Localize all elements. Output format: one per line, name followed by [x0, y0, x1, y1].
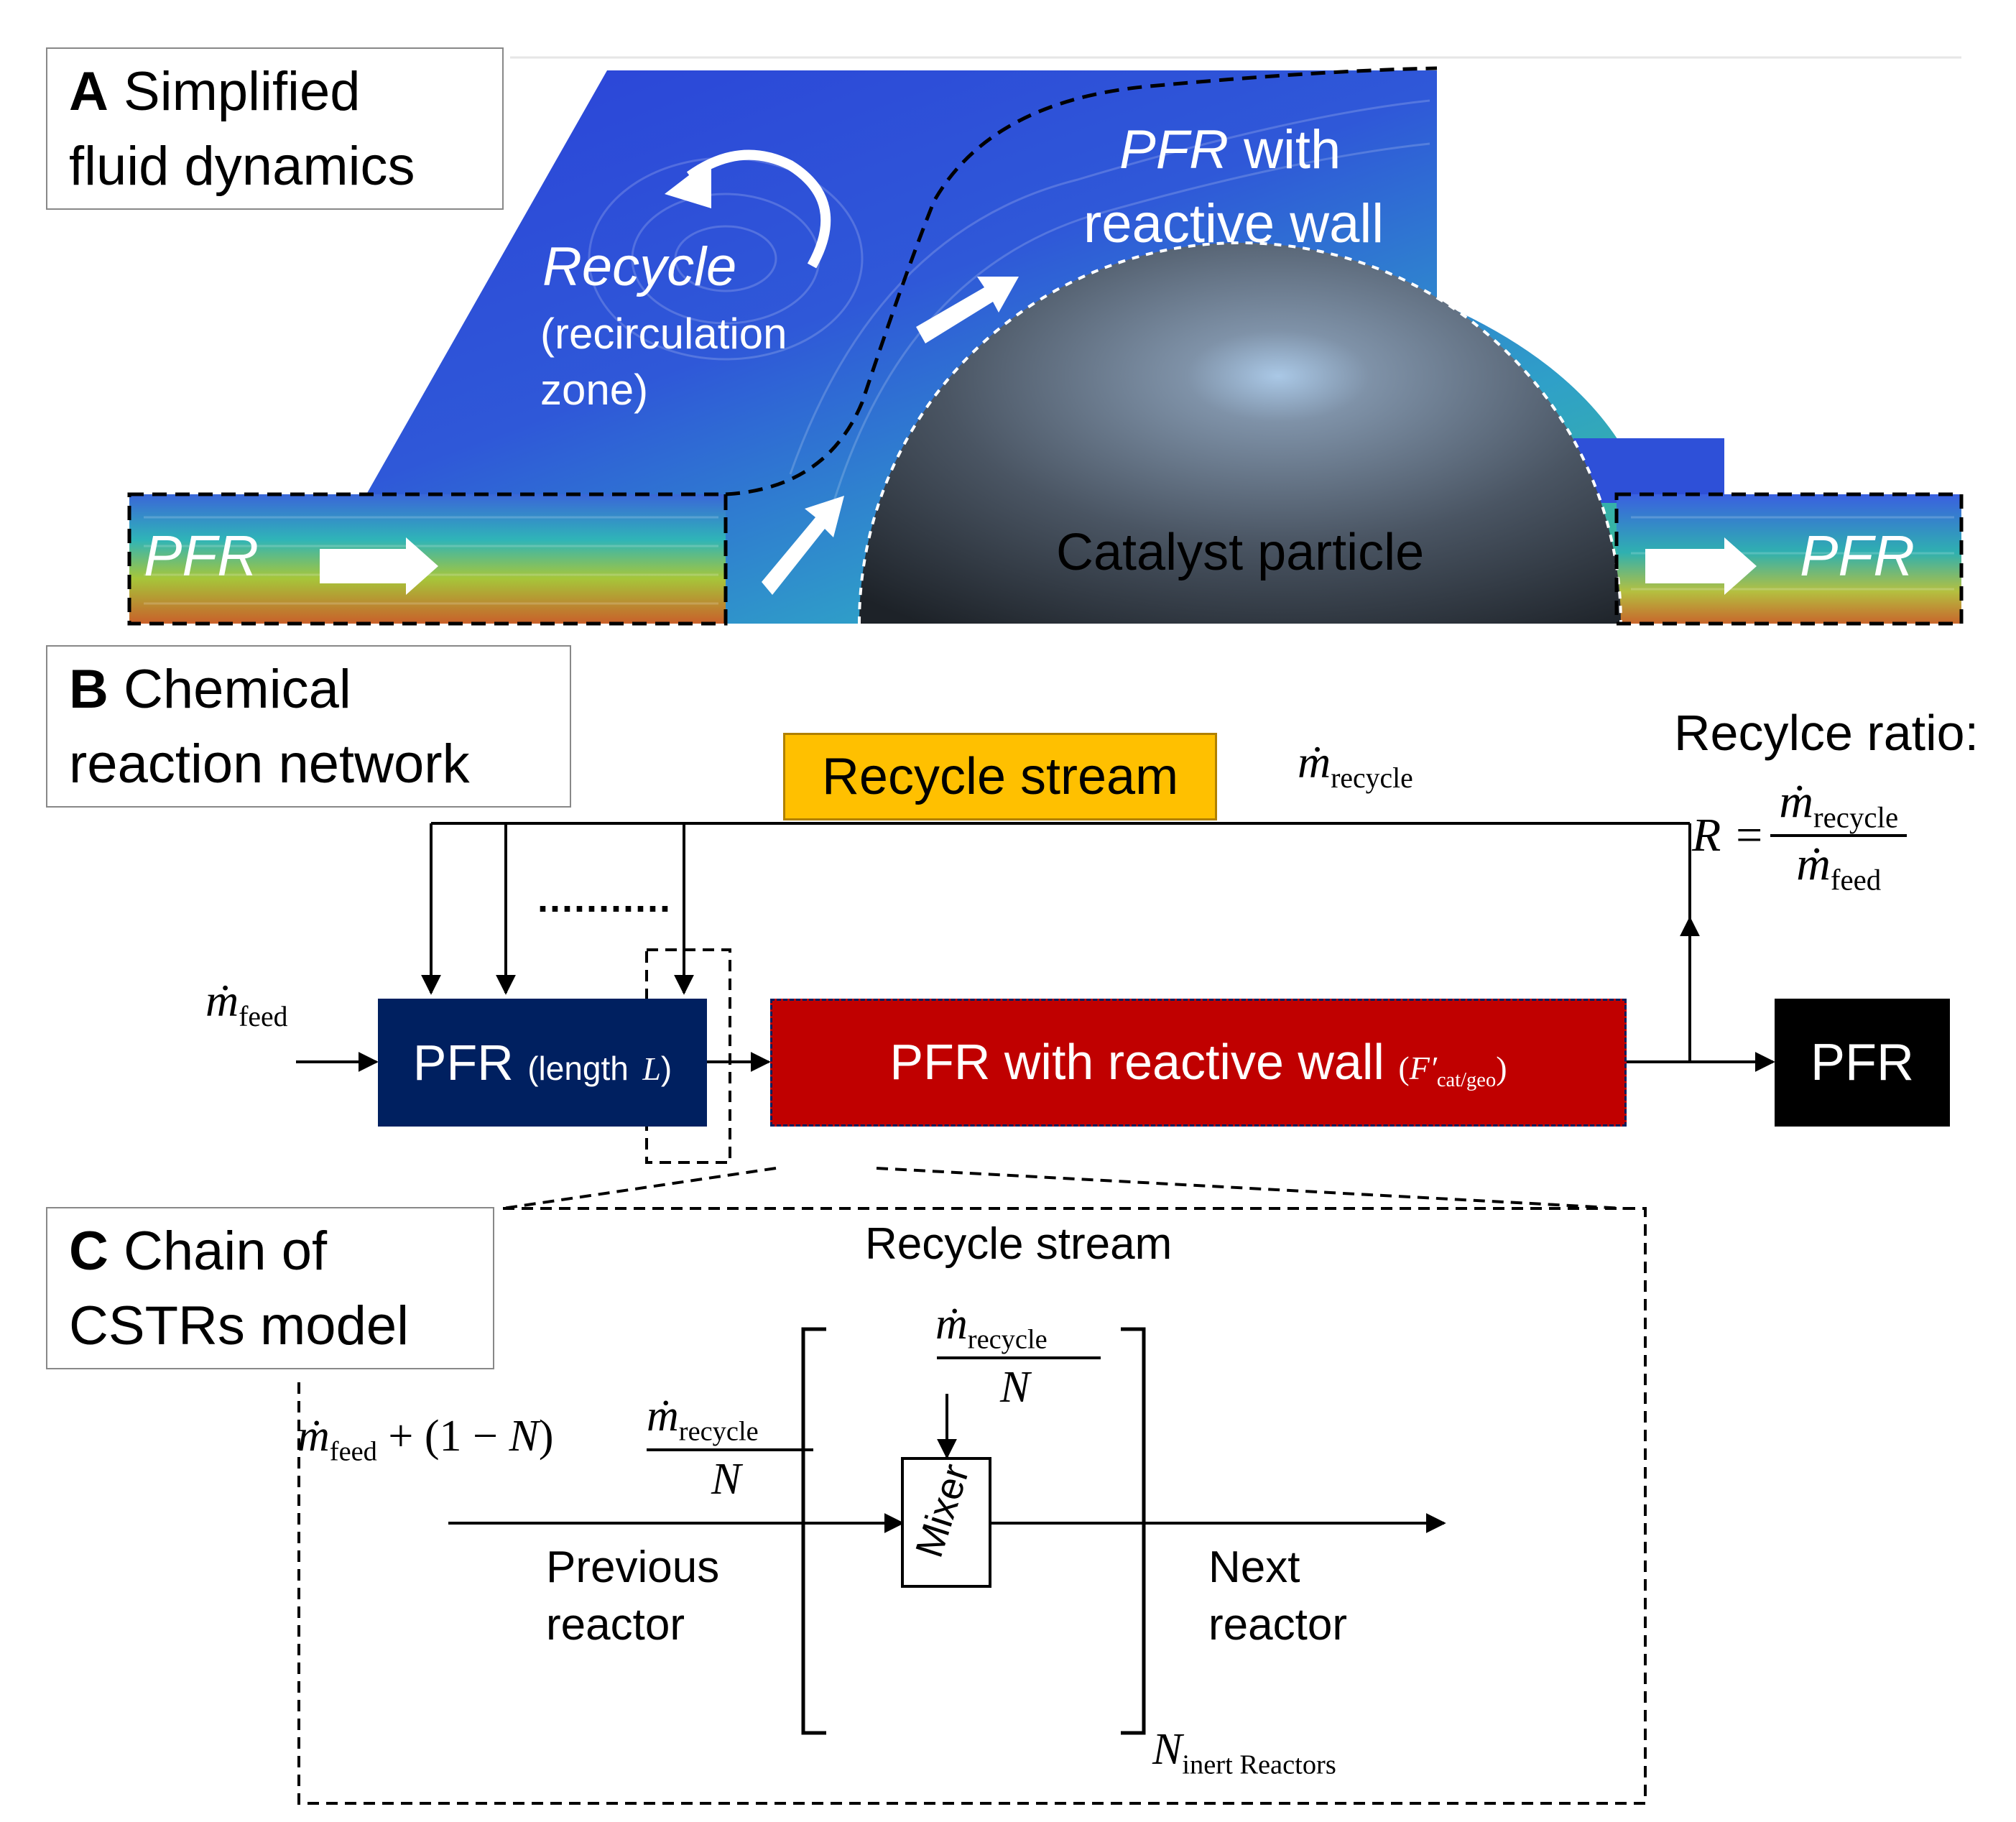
recycle-ratio-label: Recylce ratio:	[1674, 705, 1979, 761]
inflow-feed-sym: ṁ	[297, 1412, 330, 1461]
m-recycle-sym: ṁ	[1298, 736, 1331, 787]
panel-a-letter: A	[69, 61, 108, 122]
pfr-wall-line1: PFR with	[1119, 119, 1341, 181]
panel-b-title: B Chemical	[69, 652, 351, 727]
ratio-den-sym: ṁ	[1796, 838, 1831, 891]
pfr-right-label: PFR	[1800, 524, 1915, 588]
panel-c-title-line2: CSTRs model	[69, 1295, 409, 1356]
pfr-wall-word1: PFR	[1119, 119, 1229, 180]
ratio-denominator: ṁfeed	[1770, 834, 1908, 897]
panel-b-title-line2: reaction network	[69, 734, 470, 795]
cstr-chain-lines	[297, 1207, 1647, 1805]
ratio-numerator: ṁrecycle	[1775, 774, 1902, 834]
previous-reactor-line1: Previous	[546, 1543, 720, 1592]
recycle-stream-box: Recycle stream	[783, 733, 1217, 820]
pfr1-label: PFR	[412, 1035, 514, 1091]
panel-c-title-box	[46, 1207, 494, 1369]
pfr-wall-line2: reactive wall	[1083, 193, 1384, 254]
panel-a-title: A Simplified	[69, 55, 360, 129]
cstr-frac-den: N	[1000, 1363, 1030, 1412]
n-inert-sub: inert Reactors	[1182, 1749, 1336, 1780]
ratio-lhs-text: R =	[1692, 809, 1765, 862]
previous-reactor-line2: reactor	[546, 1600, 685, 1650]
inflow-frac-den-text: N	[711, 1455, 741, 1504]
pfr-wall-param: F′	[1409, 1050, 1437, 1087]
panel-a-title-box	[46, 47, 504, 210]
recycle-stream-label: Recycle stream	[821, 748, 1179, 805]
ratio-lhs: R =	[1692, 808, 1765, 863]
recycle-ratio-formula: R = ṁrecycle ṁfeed	[1692, 774, 1908, 897]
cstr-recycle-frac-den: N	[1000, 1362, 1030, 1413]
pfr-final-box: PFR	[1775, 999, 1950, 1127]
pfr-length-label: PFR (length L)	[413, 1034, 672, 1091]
ratio-num-sub: recycle	[1813, 801, 1899, 834]
ratio-den-sub: feed	[1830, 864, 1882, 897]
pfr-left-label: PFR	[144, 524, 259, 588]
panel-b-title-box	[46, 645, 571, 808]
cstr-inflow-expression: ṁfeed + (1 − N)	[297, 1411, 554, 1467]
m-recycle-label: ṁrecycle	[1298, 736, 1413, 795]
fluid-dynamics-illustration	[127, 56, 1964, 626]
next-reactor-line1: Next	[1208, 1543, 1300, 1592]
pfr1-close: )	[660, 1050, 672, 1087]
recycle-label: Recycle	[542, 236, 737, 297]
m-feed-sym: ṁ	[205, 975, 239, 1026]
pfr1-var: L	[642, 1050, 661, 1087]
cstr-recycle-stream-label: Recycle stream	[865, 1219, 1173, 1269]
reaction-network-lines	[296, 822, 1775, 1210]
inflow-N: N	[509, 1412, 539, 1461]
more-inlets-dots: ...........	[537, 877, 672, 920]
ratio-fraction: ṁrecycle ṁfeed	[1770, 774, 1908, 897]
pfr-wall-text: PFR with reactive wall	[889, 1034, 1384, 1091]
panel-c-title-line1: Chain of	[124, 1221, 328, 1282]
n-inert-reactors-label: Ninert Reactors	[1152, 1724, 1336, 1780]
inflow-frac-num-sub: recycle	[678, 1416, 759, 1447]
panel-c-letter: C	[69, 1221, 108, 1282]
m-feed-sub: feed	[239, 1000, 288, 1032]
catalyst-label: Catalyst particle	[1056, 524, 1425, 581]
panel-a-title-line2: fluid dynamics	[69, 136, 415, 197]
inflow-frac-num-sym: ṁ	[647, 1392, 679, 1441]
panel-c-title: C Chain of	[69, 1214, 327, 1289]
pfr-length-box: PFR (length L)	[378, 999, 707, 1127]
inflow-feed-sub: feed	[329, 1436, 377, 1467]
m-recycle-sub: recycle	[1331, 762, 1413, 794]
pfr1-suffix: (length	[527, 1050, 629, 1087]
pfr-reactive-wall-box: PFR with reactive wall (F′cat/geo)	[770, 999, 1627, 1127]
pfr-wall-param-sub: cat/geo	[1436, 1068, 1497, 1091]
ratio-num-sym: ṁ	[1779, 775, 1814, 828]
cstr-recycle-frac-num: ṁrecycle	[935, 1299, 1048, 1355]
inflow-close: )	[538, 1412, 554, 1461]
inflow-frac-den: N	[711, 1454, 741, 1505]
panel-a-title-line1: Simplified	[124, 61, 361, 122]
panel-b-letter: B	[69, 659, 108, 720]
recirculation-line1: (recirculation	[540, 310, 787, 358]
next-reactor-line2: reactor	[1208, 1600, 1347, 1650]
pfr-wall-box-label: PFR with reactive wall (F′cat/geo)	[889, 1034, 1507, 1091]
pfr-final-label: PFR	[1811, 1034, 1914, 1091]
panel-b-title-line1: Chemical	[124, 659, 351, 720]
inflow-frac-num: ṁrecycle	[647, 1391, 759, 1447]
pfr-wall-word2: with	[1244, 119, 1341, 180]
cstr-frac-num-sym: ṁ	[935, 1300, 968, 1349]
recirculation-line2: zone)	[540, 366, 649, 414]
inflow-mid: + (1 −	[388, 1412, 509, 1461]
m-feed-label: ṁfeed	[205, 974, 287, 1033]
cstr-frac-num-sub: recycle	[967, 1324, 1048, 1355]
n-inert-sym: N	[1152, 1725, 1183, 1774]
